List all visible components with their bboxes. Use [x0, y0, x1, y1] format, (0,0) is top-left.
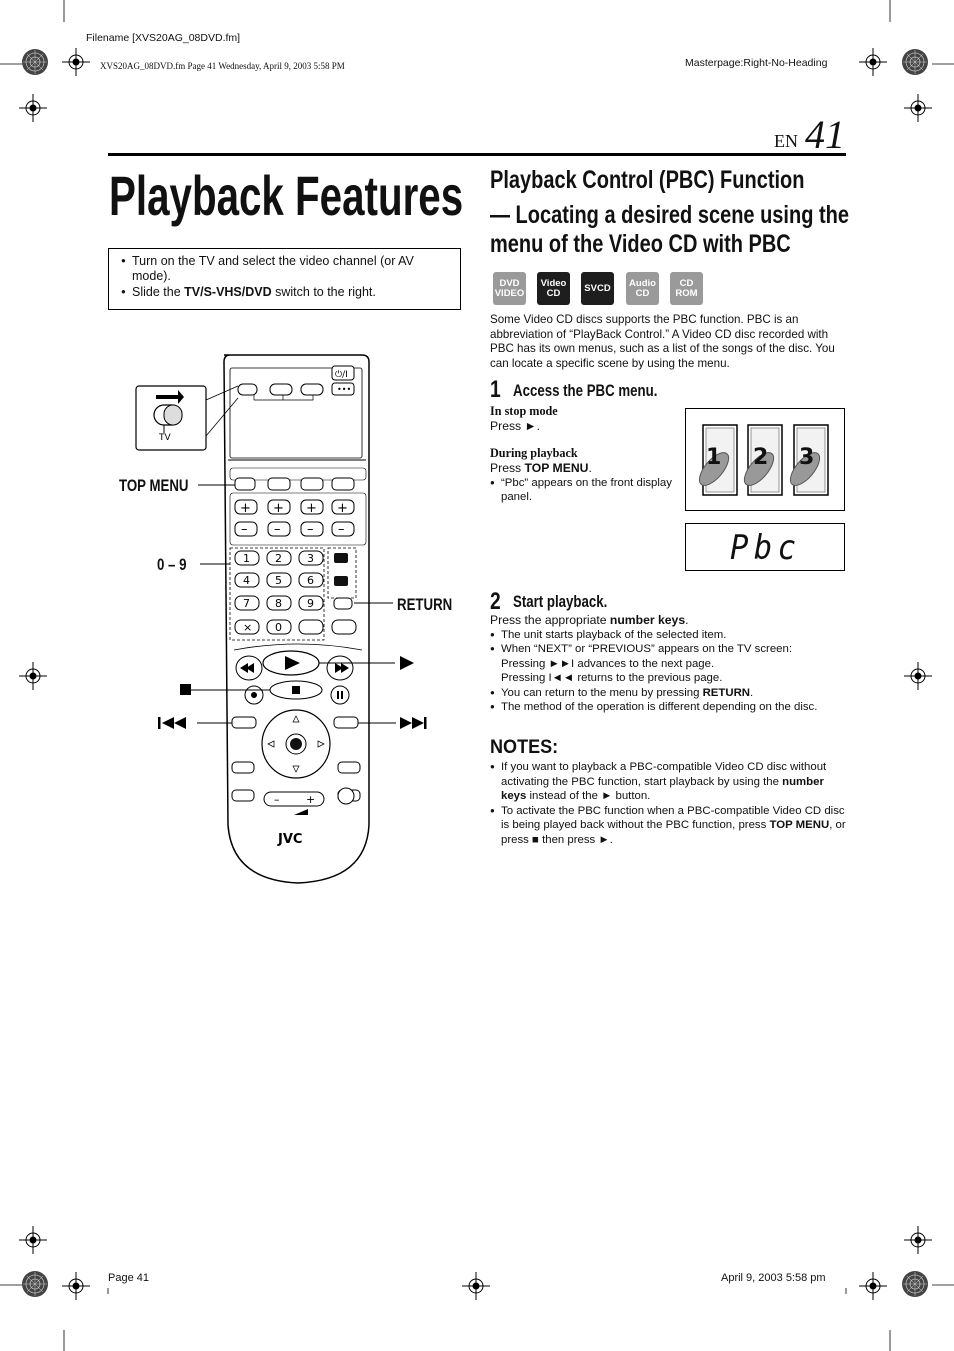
- notes-title: NOTES:: [490, 737, 559, 758]
- article-title-line3: menu of the Video CD with PBC: [490, 230, 791, 258]
- pbc-menu-items: 1 2 3: [698, 424, 829, 496]
- badge-svcd: SVCD: [581, 272, 614, 305]
- page-number: 41: [805, 112, 845, 157]
- language-code: EN: [774, 131, 798, 151]
- svg-text:3: 3: [307, 552, 314, 565]
- svg-text:+: +: [240, 501, 251, 516]
- svg-text:9: 9: [307, 597, 314, 610]
- svg-text:+: +: [306, 793, 315, 806]
- pbc-menu-screen: 1 2 3: [685, 408, 845, 511]
- prep-item-2: Slide the TV/S-VHS/DVD switch to the rig…: [121, 285, 452, 300]
- svg-text:×: ×: [243, 621, 252, 634]
- svg-text:5: 5: [275, 574, 282, 587]
- notes-body: If you want to playback a PBC-compatible…: [490, 760, 846, 847]
- svg-text:+: +: [306, 501, 317, 516]
- remote-control-illustration: ⏻/I ••• TV + + + + – – – – 1 2 3 4 5 6 7…: [135, 354, 427, 884]
- menu-item-1: 1: [706, 445, 721, 470]
- section-title: Playback Features: [109, 164, 464, 227]
- return-label: RETURN: [397, 595, 453, 614]
- svg-text:1: 1: [243, 552, 250, 565]
- svg-text:2: 2: [275, 552, 282, 565]
- svg-text:–: –: [307, 522, 314, 537]
- svg-text:–: –: [338, 522, 345, 537]
- step1-number: 1: [490, 376, 501, 403]
- menu-item-2: 2: [753, 445, 768, 470]
- top-menu-label: TOP MENU: [119, 476, 189, 495]
- step2-title: Start playback.: [513, 592, 608, 611]
- footer-page: Page 41: [108, 1272, 149, 1284]
- skip-back-key: [231, 716, 257, 729]
- step2-number: 2: [490, 588, 501, 615]
- prep-item-1: Turn on the TV and select the video chan…: [121, 254, 452, 284]
- switch-tv-label: TV: [158, 433, 171, 443]
- filename-mark: Filename [XVS20AG_08DVD.fm]: [86, 32, 241, 44]
- prep-box: Turn on the TV and select the video chan…: [108, 248, 461, 310]
- power-button: [331, 365, 355, 381]
- article-title-line2: — Locating a desired scene using the: [490, 201, 849, 229]
- svg-text:–: –: [274, 522, 281, 537]
- masterpage-mark: Masterpage:Right-No-Heading: [685, 57, 828, 69]
- svg-text:4: 4: [243, 574, 250, 587]
- number-keys-label: 0 – 9: [157, 555, 187, 574]
- article-title-line1: Playback Control (PBC) Function: [490, 166, 805, 194]
- svg-text:6: 6: [307, 574, 314, 587]
- next-symbol: [400, 717, 427, 729]
- file-info-mark: XVS20AG_08DVD.fm Page 41 Wednesday, Apri…: [100, 61, 345, 71]
- return-key: [333, 597, 353, 610]
- footer-date: April 9, 2003 5:58 pm: [721, 1272, 826, 1284]
- svg-text:+: +: [273, 501, 284, 516]
- top-menu-key: [234, 477, 256, 491]
- front-display-panel: Pbc: [685, 523, 845, 571]
- svg-text:8: 8: [275, 597, 282, 610]
- step1-title: Access the PBC menu.: [513, 381, 658, 400]
- stop-symbol: [180, 684, 191, 695]
- svg-text:•••: •••: [337, 385, 351, 394]
- svg-text:–: –: [274, 793, 280, 806]
- svg-text:0: 0: [275, 621, 282, 634]
- display-text: Pbc: [729, 528, 802, 568]
- intro-text: Some Video CD discs supports the PBC fun…: [490, 313, 835, 370]
- menu-item-3: 3: [799, 445, 814, 470]
- svg-text:7: 7: [243, 597, 250, 610]
- jvc-logo: JVC: [277, 832, 302, 847]
- skip-forward-key: [333, 716, 359, 729]
- svg-text:+: +: [337, 501, 348, 516]
- header-rule: [108, 153, 846, 156]
- article-title: Playback Control (PBC) Function — Locati…: [490, 166, 849, 259]
- svg-text:⏻/I: ⏻/I: [335, 369, 348, 380]
- prev-symbol: [158, 717, 186, 729]
- step1-body: In stop mode Press ►. During playback Pr…: [490, 404, 675, 504]
- step2-body: Press the appropriate number keys. The u…: [490, 613, 846, 715]
- play-symbol: [400, 656, 414, 670]
- svg-text:–: –: [241, 522, 248, 537]
